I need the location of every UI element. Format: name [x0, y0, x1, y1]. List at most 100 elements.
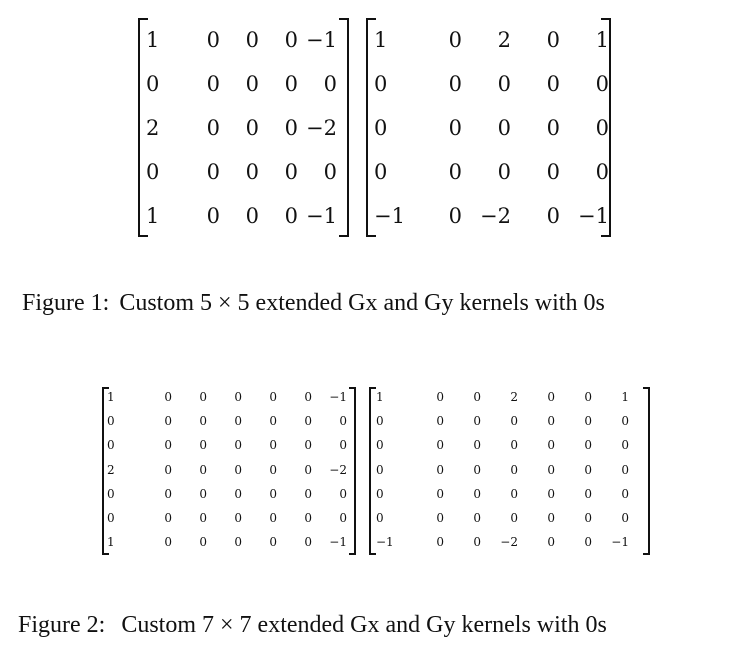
matrix-cell: 0 [436, 462, 444, 477]
matrix-cell: 0 [339, 438, 347, 453]
matrix-cell: 0 [245, 116, 259, 140]
matrix-cell: 0 [497, 72, 511, 96]
matrix-cell: −2 [480, 204, 511, 228]
matrix-cell: 0 [269, 414, 277, 429]
matrix-cell: 0 [269, 438, 277, 453]
matrix-cell: 0 [547, 414, 555, 429]
matrix-cell: 0 [304, 414, 312, 429]
matrix-cell: −1 [611, 535, 629, 550]
matrix-cell: 0 [199, 462, 207, 477]
matrix-cell: 2 [107, 462, 115, 477]
matrix-cell: 1 [376, 390, 384, 404]
matrix-cell: 0 [497, 116, 511, 140]
matrix-cell: 0 [436, 510, 444, 525]
matrix-cell: 0 [376, 486, 384, 501]
matrix-cell: 0 [339, 510, 347, 525]
matrix-cell: 0 [269, 462, 277, 477]
matrix-cell: 0 [547, 486, 555, 501]
matrix-cell: 0 [164, 414, 172, 429]
matrix-cell: 0 [164, 510, 172, 525]
matrix-cell: 0 [473, 438, 481, 453]
matrix-cell: 0 [146, 72, 160, 96]
figure2-caption: Figure 2:Custom 7 × 7 extended Gx and Gy… [18, 612, 607, 639]
matrix-cell: 0 [107, 486, 115, 501]
matrix-cell: 0 [584, 486, 592, 501]
matrix-cell: −1 [376, 535, 394, 550]
matrix-cell: 0 [234, 438, 242, 453]
matrix-cell: 0 [206, 116, 220, 140]
matrix-cell: 0 [199, 510, 207, 525]
matrix-cell: 0 [304, 486, 312, 501]
matrix-cell: 0 [448, 116, 462, 140]
matrix-cell: 0 [199, 390, 207, 404]
matrix-cell: 0 [473, 510, 481, 525]
matrix-cell: 0 [199, 535, 207, 550]
matrix-cell: 2 [146, 116, 160, 140]
matrix-cell: 0 [448, 72, 462, 96]
matrix-cell: 0 [269, 486, 277, 501]
matrix-cell: 0 [199, 438, 207, 453]
fig2-gy-left-bracket [369, 387, 376, 555]
matrix-cell: 0 [510, 462, 518, 477]
matrix-cell: 2 [497, 28, 511, 52]
matrix-cell: 0 [206, 72, 220, 96]
matrix-cell: 0 [269, 535, 277, 550]
matrix-cell: 1 [107, 535, 115, 550]
matrix-cell: 0 [510, 438, 518, 453]
matrix-cell: 0 [584, 510, 592, 525]
matrix-cell: 0 [234, 390, 242, 404]
fig2-gy-right-bracket [643, 387, 650, 555]
matrix-cell: 0 [436, 390, 444, 404]
matrix-cell: 0 [546, 72, 560, 96]
matrix-cell: 0 [284, 72, 298, 96]
matrix-cell: 0 [374, 116, 388, 140]
matrix-cell: 0 [304, 438, 312, 453]
matrix-cell: 1 [107, 390, 115, 404]
matrix-cell: 0 [284, 204, 298, 228]
matrix-cell: 0 [269, 390, 277, 404]
matrix-cell: 0 [304, 535, 312, 550]
fig2-gx-left-bracket [102, 387, 109, 555]
matrix-cell: 0 [584, 414, 592, 429]
matrix-cell: 0 [323, 72, 337, 96]
matrix-cell: −1 [329, 535, 347, 550]
matrix-cell: 0 [304, 510, 312, 525]
matrix-cell: 1 [146, 204, 160, 228]
matrix-cell: 0 [546, 116, 560, 140]
matrix-cell: 0 [107, 414, 115, 429]
matrix-cell: −2 [500, 535, 518, 550]
figure1-caption-label: Figure 1: [22, 290, 110, 316]
matrix-cell: 0 [199, 486, 207, 501]
matrix-cell: −2 [306, 116, 337, 140]
matrix-cell: 0 [234, 510, 242, 525]
matrix-cell: 0 [164, 535, 172, 550]
matrix-cell: −2 [329, 462, 347, 477]
matrix-cell: 0 [473, 414, 481, 429]
matrix-cell: 1 [595, 28, 609, 52]
fig1-gy-right-bracket [601, 18, 611, 237]
matrix-cell: 0 [448, 28, 462, 52]
matrix-cell: 0 [497, 160, 511, 184]
matrix-cell: 0 [245, 204, 259, 228]
matrix-cell: 0 [546, 204, 560, 228]
matrix-cell: 0 [473, 390, 481, 404]
matrix-cell: 0 [269, 510, 277, 525]
matrix-cell: 0 [304, 390, 312, 404]
matrix-cell: −1 [329, 390, 347, 404]
matrix-cell: −1 [306, 28, 337, 52]
matrix-cell: 0 [206, 160, 220, 184]
matrix-cell: 0 [595, 116, 609, 140]
fig1-gy-left-bracket [366, 18, 376, 237]
matrix-cell: 0 [284, 116, 298, 140]
matrix-cell: 1 [621, 390, 629, 404]
matrix-cell: 0 [546, 28, 560, 52]
matrix-cell: 0 [245, 160, 259, 184]
matrix-cell: 0 [584, 535, 592, 550]
matrix-cell: 0 [436, 535, 444, 550]
matrix-cell: 0 [107, 510, 115, 525]
fig1-gx-right-bracket [339, 18, 349, 237]
